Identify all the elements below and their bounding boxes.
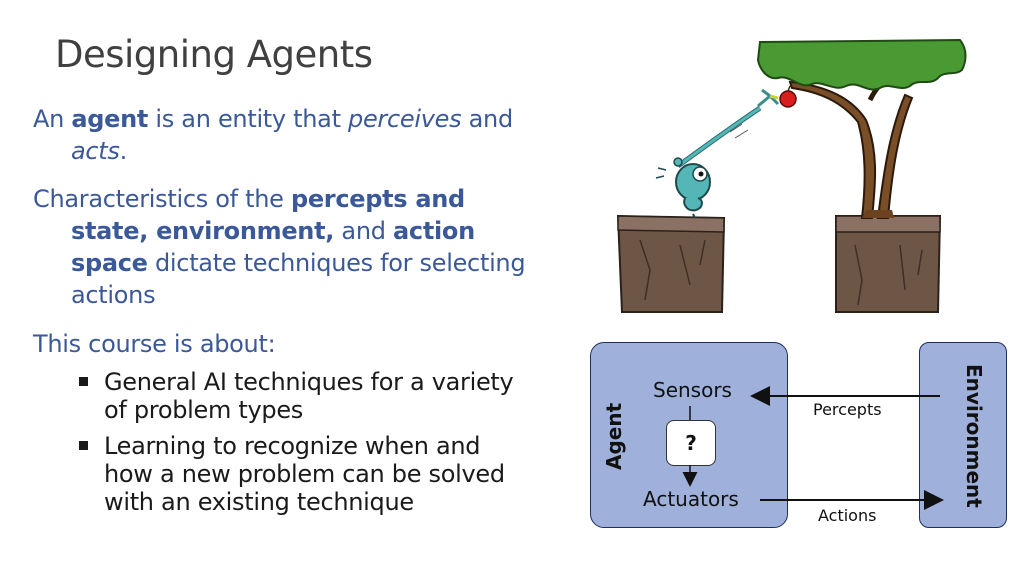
text-segment: and (334, 217, 394, 245)
percepts-label: Percepts (813, 400, 882, 419)
bullet-text: General AI techniques for a variety of p… (104, 368, 514, 424)
text-segment: . (119, 137, 128, 165)
course-bullets: General AI techniques for a variety of p… (75, 368, 515, 524)
slide-title: Designing Agents (55, 33, 373, 76)
tree (756, 38, 967, 219)
text-segment: is an entity that (148, 105, 349, 133)
text-segment: An (33, 105, 72, 133)
term-agent: agent (71, 105, 149, 133)
unknown-process-box: ? (666, 420, 716, 466)
right-cliff (835, 215, 942, 313)
sensors-label: Sensors (653, 378, 732, 402)
actuators-label: Actuators (643, 487, 739, 511)
bullet-text: Learning to recognize when and how a new… (104, 432, 505, 516)
left-cliff (616, 214, 726, 313)
term-perceives: perceives (348, 105, 462, 133)
bullet-item: General AI techniques for a variety of p… (75, 368, 515, 424)
apple-icon (779, 85, 797, 108)
agent-definition: An agent is an entity that perceives and… (33, 103, 531, 167)
actions-label: Actions (818, 506, 877, 525)
robot-icon (655, 88, 780, 219)
course-about-heading: This course is about: (33, 330, 276, 358)
term-percepts-state-environment: percepts and state, environment, (71, 185, 465, 245)
text-segment: and (461, 105, 514, 133)
text-segment: Characteristics of the (33, 185, 291, 213)
bullet-square-icon (79, 441, 88, 450)
term-acts: acts (71, 137, 120, 165)
agent-box (590, 342, 788, 528)
characteristics-paragraph: Characteristics of the percepts and stat… (33, 183, 531, 311)
text-segment: dictate techniques for selecting actions (71, 249, 526, 309)
term-action-space: action space (71, 217, 475, 277)
bullet-square-icon (79, 377, 88, 386)
bullet-item: Learning to recognize when and how a new… (75, 432, 515, 516)
